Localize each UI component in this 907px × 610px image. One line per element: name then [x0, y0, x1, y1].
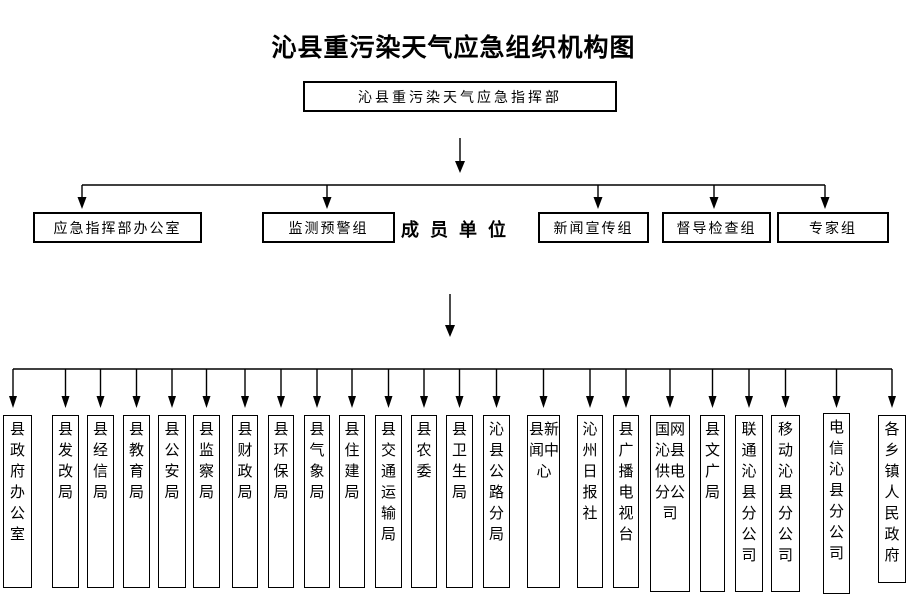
- member-unit-box: 县教育局: [123, 415, 150, 588]
- member-unit-label: 县教育局: [128, 422, 144, 501]
- member-unit-box: 县交通运输局: [375, 415, 402, 588]
- member-unit-label: 县公安局: [164, 422, 180, 501]
- member-unit-label: 电信沁县分公司: [828, 420, 844, 562]
- member-unit-box: 联通沁县分公司: [735, 415, 763, 592]
- member-unit-box: 县公安局: [158, 415, 186, 588]
- box-expert-group: 专家组: [777, 212, 889, 243]
- root-box-label: 沁县重污染天气应急指挥部: [358, 90, 562, 106]
- member-unit-box: 县经信局: [87, 415, 114, 588]
- member-unit-label: 县财政局: [237, 422, 253, 501]
- member-unit-box: 沁县公路分局: [483, 415, 510, 588]
- page-title: 沁县重污染天气应急组织机构图: [271, 35, 636, 62]
- members-label: 成员单位: [401, 220, 517, 240]
- member-unit-label: 国网沁县供电分公司: [654, 422, 685, 522]
- member-unit-box: 电信沁县分公司: [823, 413, 850, 594]
- member-unit-label: 县环保局: [273, 422, 289, 501]
- box-monitoring-warning-group-label: 监测预警组: [288, 221, 369, 237]
- member-unit-label: 移动沁县分公司: [777, 422, 793, 564]
- member-unit-box: 县气象局: [304, 415, 330, 588]
- members-to-rail-arrow: [445, 294, 455, 337]
- member-unit-box: 县文广局: [700, 415, 725, 592]
- member-unit-label: 县政府办公室: [9, 422, 25, 543]
- level2-drop-arrows: [77, 185, 830, 209]
- box-monitoring-warning-group: 监测预警组: [262, 212, 395, 243]
- member-unit-label: 县新闻中心: [528, 422, 559, 480]
- member-unit-box: 各乡镇人民政府: [878, 415, 906, 583]
- member-unit-label: 沁县公路分局: [488, 422, 504, 543]
- member-unit-box: 移动沁县分公司: [771, 415, 800, 592]
- box-emergency-office-label: 应急指挥部办公室: [53, 221, 182, 237]
- member-drop-arrows: [9, 369, 896, 408]
- member-unit-label: 联通沁县分公司: [741, 422, 757, 564]
- member-unit-label: 县卫生局: [451, 422, 467, 501]
- box-news-publicity-group: 新闻宣传组: [538, 212, 649, 243]
- box-supervision-inspection-group: 督导检查组: [662, 212, 771, 243]
- member-unit-label: 县交通运输局: [380, 422, 396, 543]
- member-unit-box: 县政府办公室: [3, 415, 32, 588]
- member-unit-box: 国网沁县供电分公司: [650, 415, 690, 592]
- box-emergency-office: 应急指挥部办公室: [33, 212, 202, 243]
- box-supervision-inspection-group-label: 督导检查组: [676, 221, 757, 237]
- member-unit-box: 县监察局: [193, 415, 220, 588]
- member-unit-box: 县发改局: [52, 415, 79, 588]
- box-expert-group-label: 专家组: [809, 221, 857, 237]
- member-unit-label: 县广播电视台: [618, 422, 634, 543]
- box-news-publicity-group-label: 新闻宣传组: [553, 221, 634, 237]
- member-unit-box: 县广播电视台: [613, 415, 639, 588]
- member-unit-box: 县新闻中心: [527, 415, 560, 588]
- member-unit-label: 县农委: [416, 422, 432, 480]
- member-unit-box: 沁州日报社: [577, 415, 603, 588]
- member-unit-label: 县住建局: [344, 422, 360, 501]
- member-unit-label: 各乡镇人民政府: [884, 422, 900, 564]
- member-unit-label: 县气象局: [309, 422, 325, 501]
- member-unit-label: 县发改局: [57, 422, 73, 501]
- member-unit-label: 沁州日报社: [582, 422, 598, 522]
- member-unit-box: 县卫生局: [446, 415, 473, 588]
- member-unit-label: 县经信局: [92, 422, 108, 501]
- member-unit-box: 县环保局: [268, 415, 294, 588]
- root-box: 沁县重污染天气应急指挥部: [303, 81, 617, 112]
- member-unit-label: 县监察局: [198, 422, 214, 501]
- member-unit-box: 县财政局: [232, 415, 258, 588]
- member-unit-box: 县农委: [411, 415, 437, 588]
- member-unit-label: 县文广局: [704, 422, 720, 501]
- root-to-level2-arrow: [455, 138, 465, 173]
- member-unit-box: 县住建局: [339, 415, 365, 588]
